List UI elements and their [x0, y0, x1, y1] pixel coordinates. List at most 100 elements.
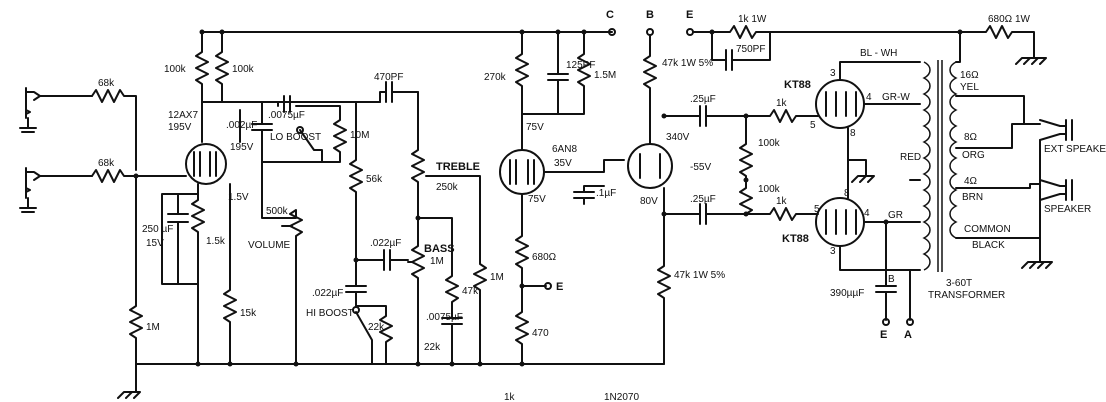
resistor-680 [515, 193, 547, 287]
label-r-47k-b: 47k [462, 286, 479, 297]
tube-kt88-bottom [815, 197, 865, 247]
ground-fb [1015, 57, 1047, 65]
label-term-e3: E [880, 329, 887, 341]
label-r-1k-a: 1k [776, 98, 788, 109]
resistor-1m-grid [129, 175, 143, 393]
label-out-tube: KT88 [784, 79, 811, 91]
cap-125pf [547, 31, 569, 115]
label-r-470: 470 [532, 328, 549, 339]
label-xfmr-red: RED [900, 152, 921, 163]
label-pin3-a: 3 [830, 68, 836, 79]
label-r-56k: 56k [366, 174, 383, 185]
label-speaker: SPEAKER [1044, 204, 1091, 215]
label-cap-0075b: .0075µF [426, 312, 463, 323]
input-jack-1 [19, 87, 93, 133]
label-hi-boost: HI BOOST [306, 308, 354, 319]
label-xfmr-name: 3-60T [946, 278, 972, 289]
label-cap-125: 125PF [566, 60, 595, 71]
label-r-10m: 10M [350, 130, 369, 141]
label-r-47k-1w: 47k 1W 5% [662, 58, 713, 69]
terminal-e3 [882, 318, 890, 326]
ground-kt88 [847, 159, 875, 183]
label-out-tube2: KT88 [782, 233, 809, 245]
label-cath-r: 1.5k [206, 236, 226, 247]
label-tap-4: 4Ω [964, 176, 978, 187]
pot-volume [261, 149, 303, 365]
tube-kt88-top [815, 79, 865, 129]
label-cath-cap-v: 15V [146, 238, 164, 249]
label-r-15m: 1.5M [594, 70, 616, 81]
tube-v1-12ax7 [185, 143, 227, 185]
label-r-100k-a: 100k [758, 138, 781, 149]
label-fb-r: 1k 1W [738, 14, 767, 25]
label-treble-val: 250k [436, 182, 459, 193]
label-common: COMMON [964, 224, 1011, 235]
label-r-680-1w: 680Ω 1W [988, 14, 1031, 25]
label-in-r1: 68k [98, 78, 115, 89]
label-plate-r-b: 100k [232, 64, 255, 75]
resistor-47k-1w-b [657, 187, 671, 365]
label-cap-002: .002µF [226, 120, 257, 131]
label-r-22k-b: 22k [368, 322, 385, 333]
output-transformer [922, 60, 958, 272]
resistor-1-5k-cath [191, 183, 205, 365]
resistor-1m-b [425, 175, 487, 365]
input-jack-2 [19, 167, 93, 213]
label-v1-type: 12AX7 [168, 110, 198, 121]
label-plate-r-a: 100k [164, 64, 187, 75]
ground-main [117, 391, 141, 399]
label-tap-16: 16Ω [960, 70, 979, 81]
ext-speaker-jack [1039, 119, 1073, 141]
label-cath-v: 1.5V [228, 192, 249, 203]
label-common-c: BLACK [972, 240, 1005, 251]
cap-470pf [379, 81, 419, 103]
resistor-100k-a [195, 31, 209, 143]
label-r-270k: 270k [484, 72, 507, 83]
label-pin5-b: 5 [814, 204, 820, 215]
terminal-b [646, 28, 654, 36]
label-fb-c: 750PF [736, 44, 765, 55]
pot-treble [411, 91, 425, 219]
label-lo-boost: LO BOOST [270, 132, 321, 143]
cap-25a [663, 105, 747, 127]
cap-250uf [167, 193, 199, 285]
label-v1-plate-v2: 195V [230, 142, 254, 153]
label-treble: TREBLE [436, 161, 480, 173]
terminal-c [608, 28, 616, 36]
label-cap-022: .022µF [370, 238, 401, 249]
label-tap-4c: BRN [962, 192, 983, 203]
label-xfmr-b: B [888, 274, 895, 285]
label-cap-25b: .25µF [690, 194, 716, 205]
label-cap-470: 470PF [374, 72, 403, 83]
resistor-1k-b [745, 207, 819, 221]
label-bottom-1k: 1k [504, 392, 516, 402]
label-cap-25a: .25µF [690, 94, 716, 105]
label-vol: VOLUME [248, 240, 291, 251]
label-r-47k-1w-b: 47k 1W 5% [674, 270, 725, 281]
resistor-22k-hb [355, 305, 393, 365]
label-cap-1uf: .1µF [596, 188, 616, 199]
tube-v3 [627, 143, 673, 189]
label-bias-v: -55V [690, 162, 711, 173]
label-v2-v3: 75V [528, 194, 546, 205]
label-vol-pot: 500k [266, 206, 289, 217]
resistor-10m [321, 105, 347, 163]
label-cath-cap: 250 µF [142, 224, 173, 235]
label-v2-v2: 35V [554, 158, 572, 169]
label-term-e2: E [556, 281, 563, 293]
label-v1-plate-v: 195V [168, 122, 192, 133]
switch-hi-boost [355, 311, 373, 365]
cap-0075b [441, 317, 463, 365]
resistor-270k [515, 31, 529, 151]
resistor-15k [223, 183, 237, 365]
label-v2-type: 6AN8 [552, 144, 577, 155]
label-bass-val: 1M [430, 256, 444, 267]
label-term-a: A [904, 329, 912, 341]
pot-bass [411, 217, 425, 365]
speaker-jack [1039, 179, 1073, 201]
resistor-47k-1w [643, 35, 657, 145]
label-ext-speaker: EXT SPEAKER [1044, 144, 1106, 155]
label-pin4-b: 4 [864, 208, 870, 219]
label-v3-v1: 340V [666, 132, 690, 143]
